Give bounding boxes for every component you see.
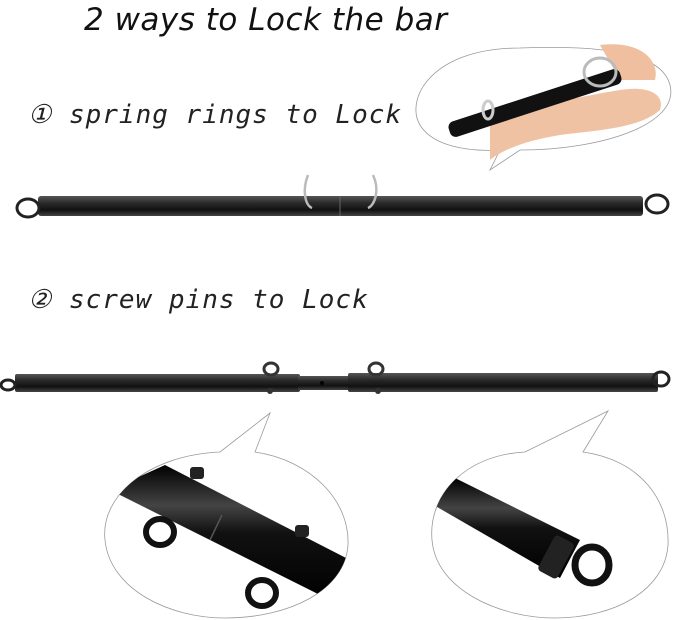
method-1-label: ① spring rings to Lock <box>28 100 403 130</box>
screw-pin-bar <box>0 361 671 394</box>
screw-pin-closeup <box>104 411 349 619</box>
end-eyelet-closeup <box>431 410 669 619</box>
method-2-label: ② screw pins to Lock <box>28 285 369 315</box>
spring-ring-bar <box>15 174 670 219</box>
spring-ring-closeup <box>415 44 672 172</box>
page-title: 2 ways to Lock the bar <box>84 2 448 38</box>
